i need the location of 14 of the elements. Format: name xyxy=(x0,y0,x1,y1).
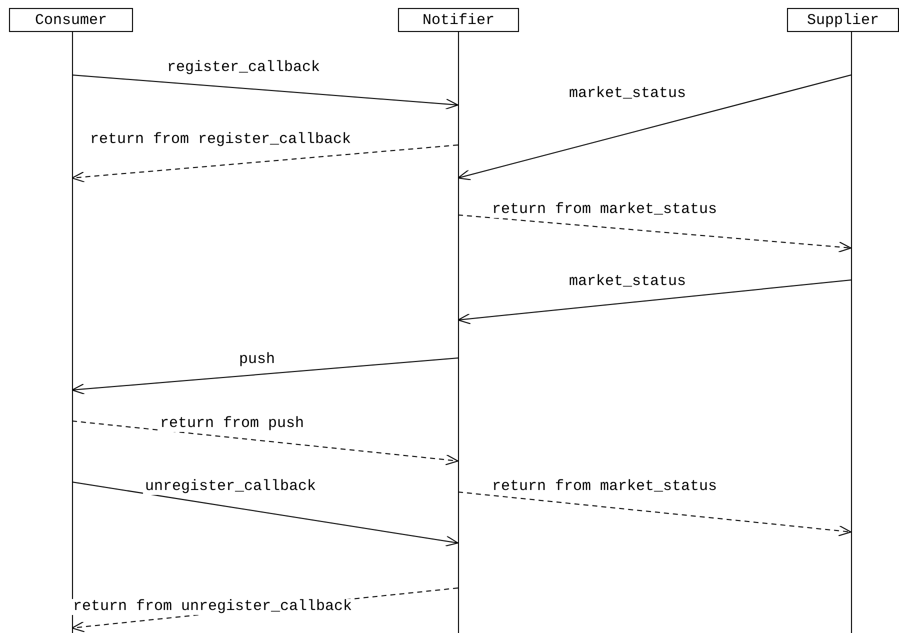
participant-box: Notifier xyxy=(398,8,519,32)
message-label: unregister_callback xyxy=(143,479,318,495)
message-arrow xyxy=(72,482,458,547)
message-arrow xyxy=(458,74,852,180)
participant-box: Supplier xyxy=(787,8,899,32)
message-arrow xyxy=(458,214,852,252)
message-arrow xyxy=(72,74,458,110)
message-arrow xyxy=(72,144,458,182)
message-label: return from unregister_callback xyxy=(71,599,354,615)
message-arrow xyxy=(458,492,852,536)
participant-box: Consumer xyxy=(9,8,133,32)
message-arrow xyxy=(72,420,458,466)
message-arrow xyxy=(72,358,458,394)
message-arrow xyxy=(458,280,852,324)
